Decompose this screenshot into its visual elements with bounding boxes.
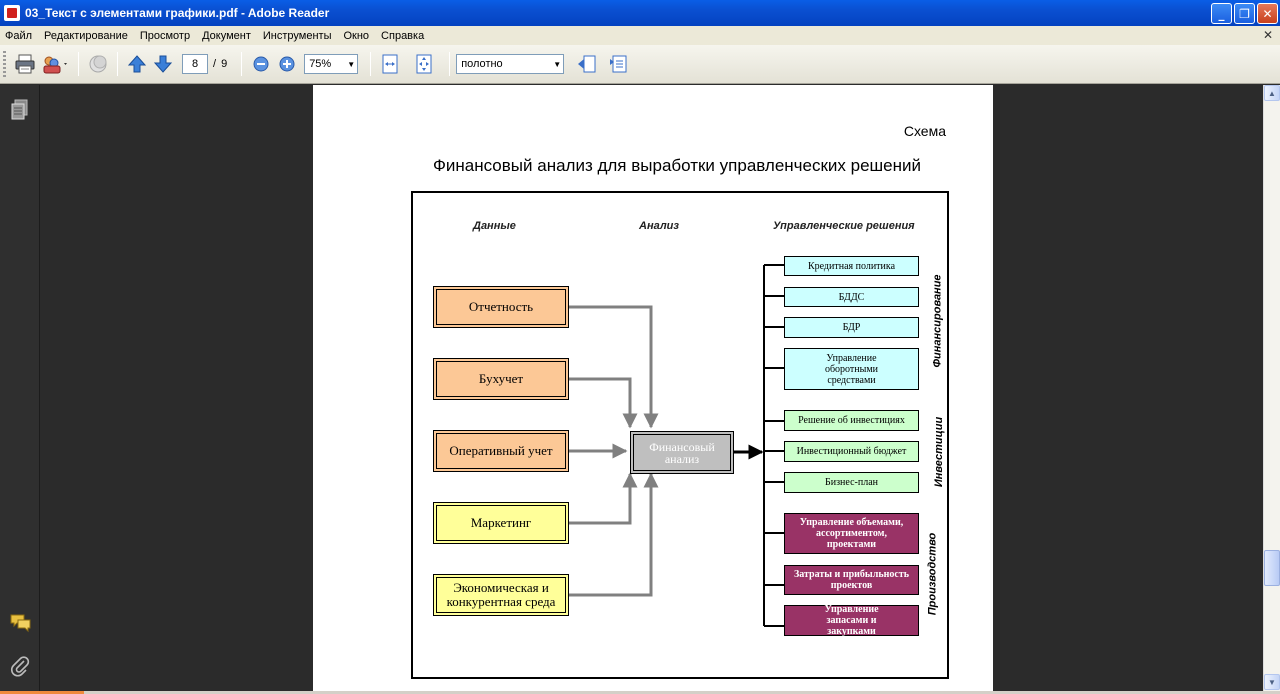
start-strip — [0, 691, 84, 694]
menu-view[interactable]: Просмотр — [139, 29, 191, 42]
scrollbar-thumb[interactable] — [1264, 550, 1280, 586]
decision-bdr: БДР — [784, 317, 919, 338]
document-view[interactable]: Схема Финансовый анализ для выработки уп… — [41, 85, 1263, 691]
decision-credit-policy: Кредитная политика — [784, 256, 919, 276]
pages-icon[interactable] — [10, 99, 30, 120]
decision-working-capital: Управление оборотными средствами — [784, 348, 919, 390]
decision-inventory: Управление запасами и закупками — [784, 604, 919, 637]
zoom-level-value: 75% — [309, 58, 332, 70]
read-mode-icon[interactable] — [574, 51, 600, 77]
page-total: 9 — [221, 58, 228, 70]
pdf-page: Схема Финансовый анализ для выработки уп… — [313, 85, 993, 691]
maximize-button[interactable]: ❐ — [1234, 3, 1255, 24]
menu-window[interactable]: Окно — [343, 29, 370, 42]
analysis-label: Финансовый анализ — [649, 439, 715, 466]
menu-bar: Файл Редактирование Просмотр Документ Ин… — [0, 26, 1280, 45]
source-accounting: Бухучет — [433, 358, 569, 400]
previous-page-icon[interactable] — [124, 51, 150, 77]
group-production-label: Производство — [926, 532, 939, 616]
menu-edit[interactable]: Редактирование — [44, 29, 128, 42]
header-decisions: Управленческие решения — [773, 220, 915, 232]
close-button[interactable]: ✕ — [1257, 3, 1278, 24]
vertical-scrollbar[interactable]: ▲ ▼ — [1263, 85, 1280, 691]
source-marketing: Маркетинг — [433, 502, 569, 544]
chevron-down-icon[interactable]: ▼ — [347, 59, 356, 69]
page-separator: / — [213, 58, 217, 70]
decision-costs: Затраты и прибыльность проектов — [784, 565, 919, 595]
group-financing-label: Финансирование — [931, 274, 944, 368]
zoom-level-select[interactable]: 75% ▼ — [304, 54, 359, 74]
decision-investment-budget: Инвестиционный бюджет — [784, 441, 919, 462]
analysis-box: Финансовый анализ — [630, 431, 734, 474]
scroll-down-icon[interactable]: ▼ — [1264, 674, 1280, 690]
chevron-down-icon[interactable]: ▼ — [553, 59, 562, 69]
diagram-frame: Данные Анализ Управленческие решения — [411, 191, 949, 679]
decision-business-plan: Бизнес-план — [784, 472, 919, 493]
source-environment: Экономическая и конкурентная среда — [433, 574, 569, 616]
share-icon[interactable] — [38, 51, 72, 77]
minimize-button[interactable]: _ — [1211, 3, 1232, 24]
toolbar-grip[interactable] — [3, 51, 6, 77]
menu-help[interactable]: Справка — [381, 29, 425, 42]
decision-investment: Решение об инвестициях — [784, 410, 919, 431]
page-title: Финансовый анализ для выработки управлен… — [432, 156, 922, 175]
view-mode-select[interactable]: полотно ▼ — [456, 54, 565, 74]
group-investments-label: Инвестиции — [933, 416, 946, 488]
taskbar-strip — [0, 691, 1280, 694]
navigation-pane — [0, 85, 40, 691]
page-number-input[interactable]: 8 — [182, 54, 208, 74]
source-operational: Оперативный учет — [433, 430, 569, 472]
title-bar: 03_Текст с элементами графики.pdf - Adob… — [0, 0, 1280, 26]
window-title: 03_Текст с элементами графики.pdf - Adob… — [25, 6, 330, 20]
zoom-out-icon[interactable] — [248, 51, 274, 77]
next-page-icon[interactable] — [150, 51, 176, 77]
header-analysis: Анализ — [639, 220, 680, 232]
schema-label: Схема — [903, 123, 946, 139]
decision-bdds: БДДС — [784, 287, 919, 307]
source-reporting: Отчетность — [433, 286, 569, 328]
toolbar: 8 / 9 75% ▼ полотно ▼ — [0, 45, 1280, 84]
comments-icon[interactable] — [10, 613, 31, 633]
fit-width-icon[interactable] — [377, 51, 403, 77]
fit-page-icon[interactable] — [411, 51, 437, 77]
adobe-reader-icon — [4, 5, 20, 21]
header-data: Данные — [473, 220, 516, 232]
decision-volumes: Управление объемами, ассортиментом, прое… — [784, 513, 919, 554]
scroll-up-icon[interactable]: ▲ — [1264, 85, 1280, 101]
menu-document[interactable]: Документ — [202, 29, 251, 42]
close-document-icon[interactable]: ✕ — [1262, 28, 1273, 42]
hand-tool-icon[interactable] — [85, 51, 111, 77]
attachments-icon[interactable] — [10, 655, 30, 677]
diagram-connectors — [569, 264, 784, 627]
view-mode-value: полотно — [461, 58, 503, 70]
menu-tools[interactable]: Инструменты — [262, 29, 332, 42]
print-icon[interactable] — [12, 51, 38, 77]
zoom-in-icon[interactable] — [274, 51, 300, 77]
full-screen-icon[interactable] — [606, 51, 632, 77]
menu-file[interactable]: Файл — [5, 29, 33, 42]
